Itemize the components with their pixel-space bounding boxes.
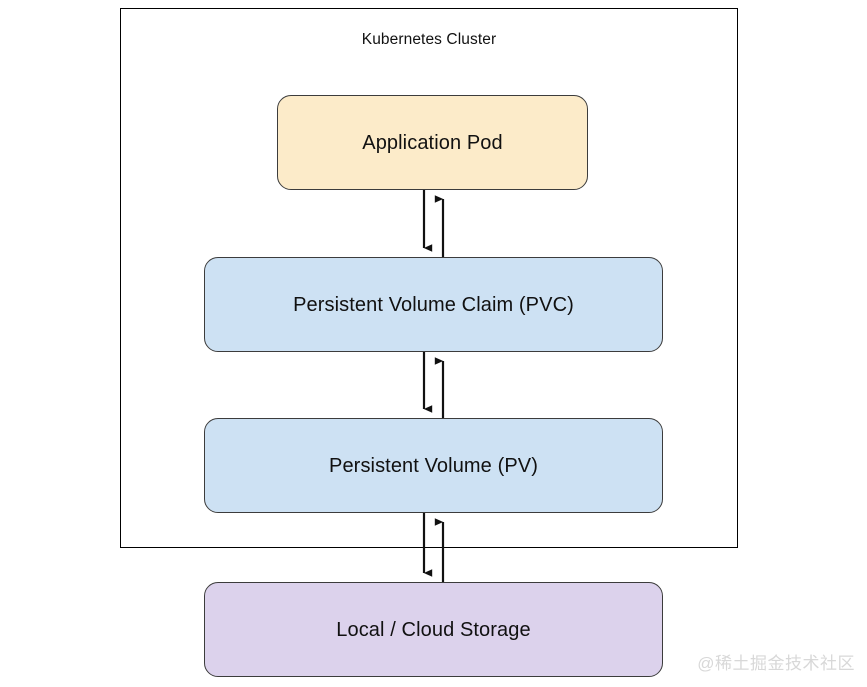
node-persistent-volume[interactable]: Persistent Volume (PV) (204, 418, 663, 513)
watermark-text: @稀土掘金技术社区 (697, 654, 855, 673)
node-application-pod-label: Application Pod (362, 131, 503, 154)
node-persistent-volume-claim-label: Persistent Volume Claim (PVC) (293, 293, 574, 316)
node-local-cloud-storage-label: Local / Cloud Storage (336, 618, 531, 641)
node-persistent-volume-label: Persistent Volume (PV) (329, 454, 538, 477)
node-local-cloud-storage[interactable]: Local / Cloud Storage (204, 582, 663, 677)
cluster-title: Kubernetes Cluster (361, 31, 497, 48)
node-persistent-volume-claim[interactable]: Persistent Volume Claim (PVC) (204, 257, 663, 352)
node-application-pod[interactable]: Application Pod (277, 95, 588, 190)
